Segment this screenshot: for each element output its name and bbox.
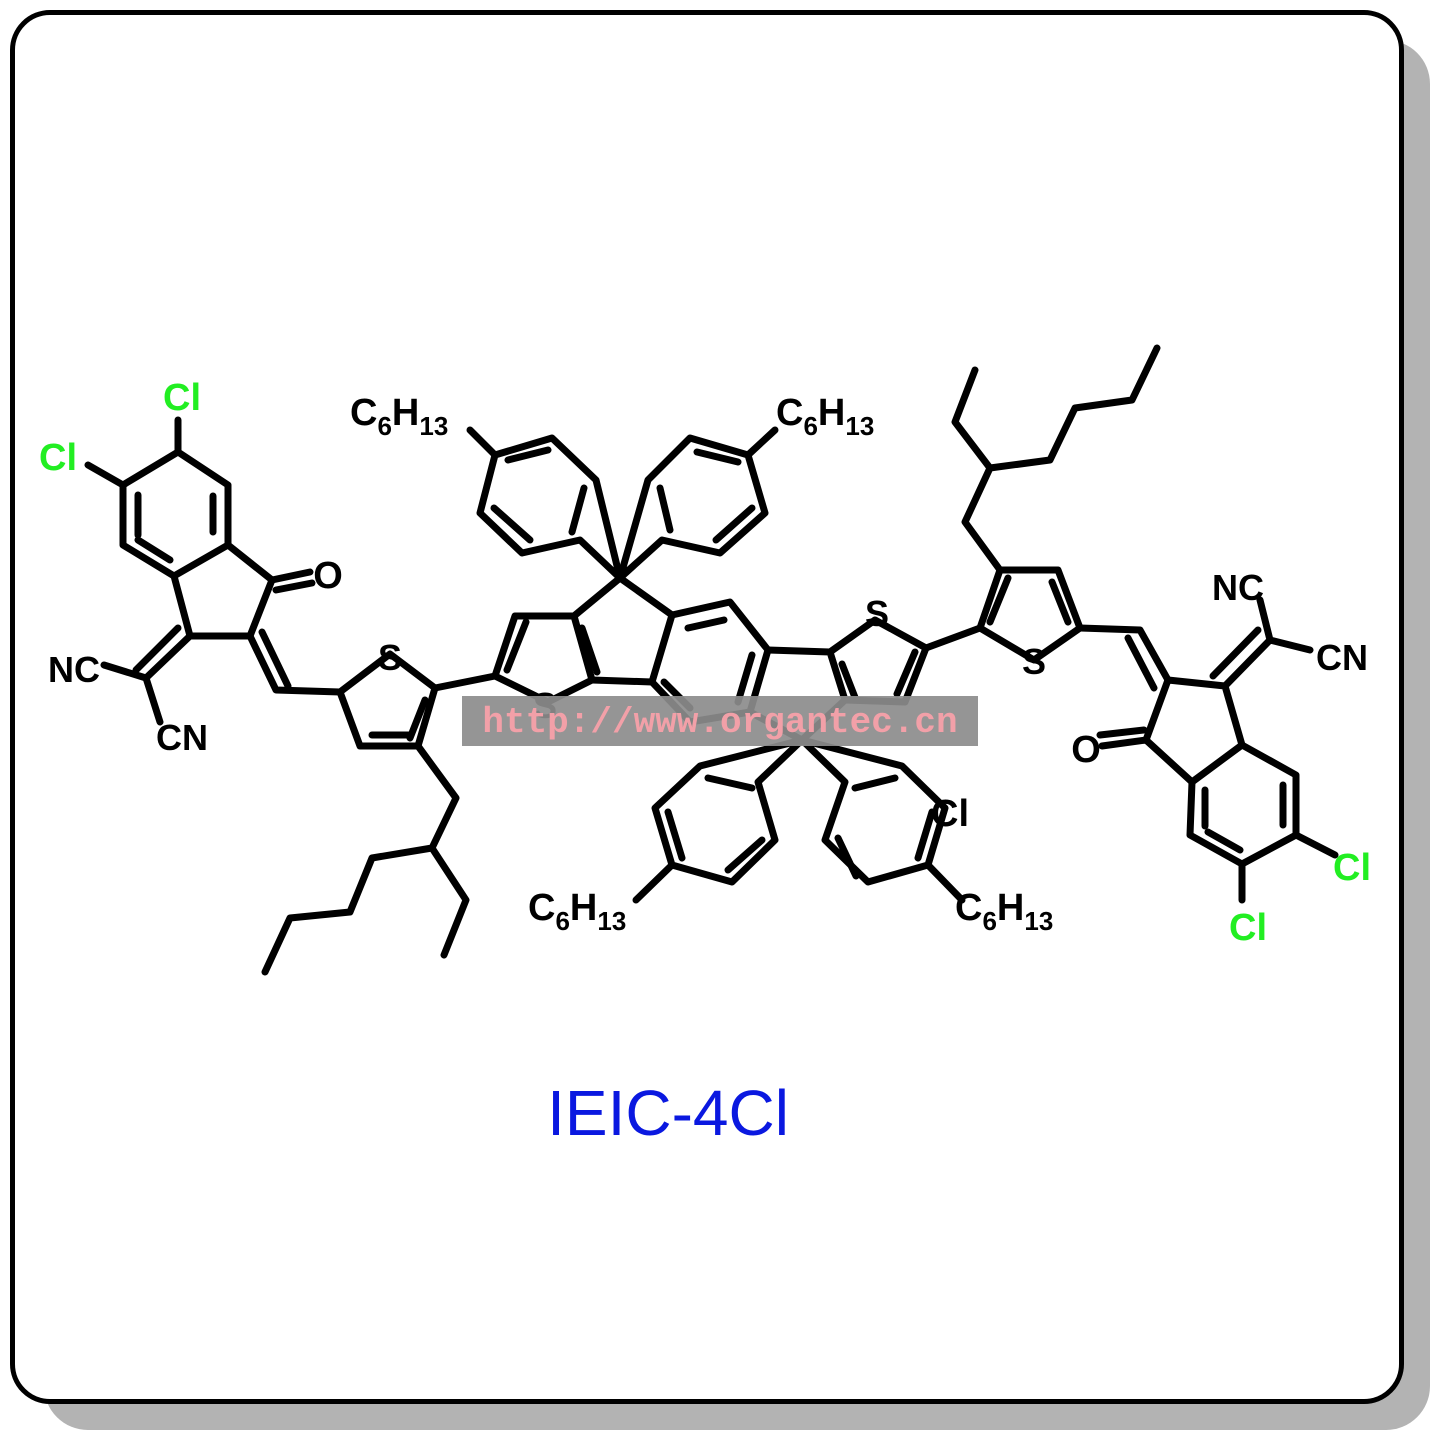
hexyl-substituent-label: C6H13 — [350, 392, 448, 441]
o-atom-label: O — [313, 555, 343, 597]
watermark-text: http://www.organtec.cn — [482, 702, 957, 743]
compound-name: IEIC-4Cl — [547, 1077, 789, 1149]
cl-atom-label: Cl — [39, 437, 77, 479]
s-atom-label: S — [865, 593, 889, 634]
o-atom-label: O — [1071, 729, 1101, 771]
watermark-box — [462, 696, 978, 746]
bonds — [84, 344, 1339, 976]
hexyl-substituent-label: C6H13 — [528, 887, 626, 936]
s-atom-label: S — [1022, 641, 1046, 682]
watermark: http://www.organtec.cn — [462, 696, 978, 746]
cl-atom-label: Cl — [1229, 907, 1267, 949]
cl-atom-label: Cl — [1333, 847, 1371, 889]
hexyl-labels: C6H13 C6H13 C6H13 C6H13 — [350, 392, 1053, 936]
nitrile-label: CN — [1316, 637, 1368, 678]
hexyl-substituent-label: C6H13 — [955, 887, 1053, 936]
cl-atom-label: Cl — [931, 793, 969, 835]
atom-labels: Cl Cl Cl Cl Cl O O S S S S NC CN NC CN — [39, 377, 1371, 949]
cl-atom-label: Cl — [163, 377, 201, 419]
nitrile-label: CN — [156, 717, 208, 758]
nitrile-label: NC — [1212, 567, 1264, 608]
hexyl-substituent-label: C6H13 — [776, 392, 874, 441]
nitrile-label: NC — [48, 649, 100, 690]
s-atom-label: S — [378, 637, 402, 678]
